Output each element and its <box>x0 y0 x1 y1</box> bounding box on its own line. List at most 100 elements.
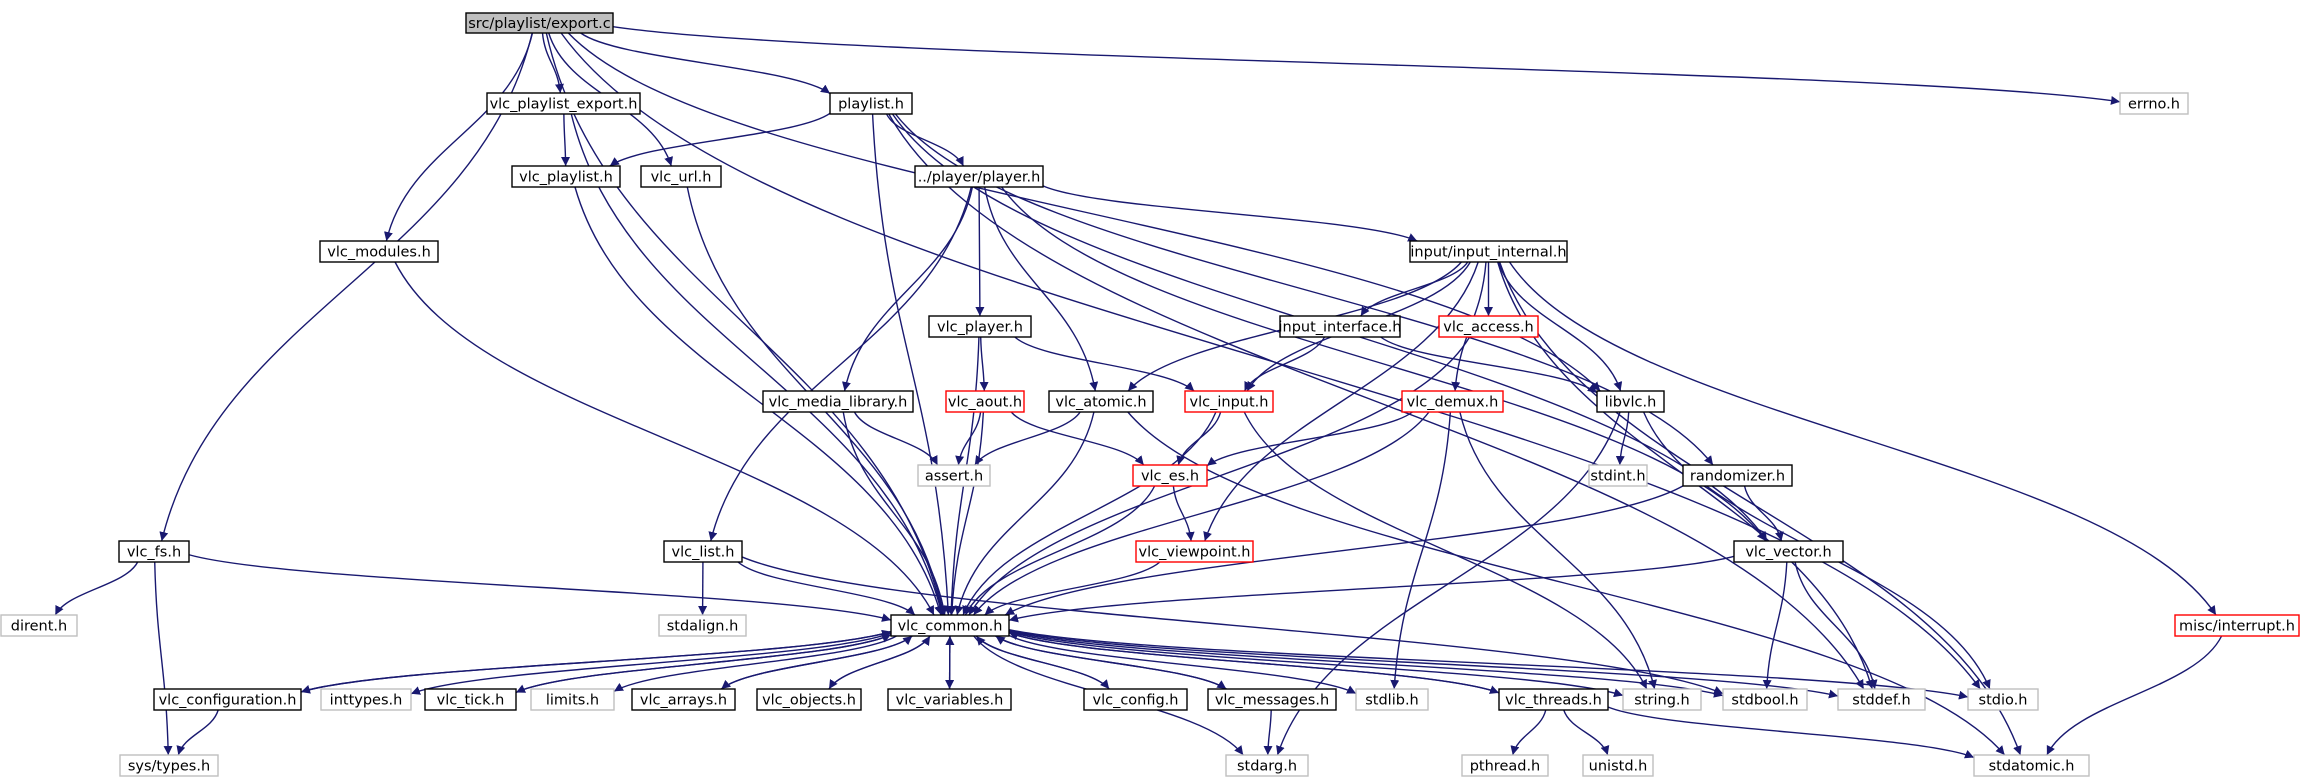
node-vlc-media-library[interactable]: vlc_media_library.h <box>762 390 914 413</box>
node-box <box>2174 614 2300 637</box>
edge-vlc_messages-to-vlc_common <box>995 635 1227 690</box>
edge-vlc_input-to-vlc_common <box>962 411 1217 616</box>
node-stdarg: stdarg.h <box>1225 754 1309 777</box>
node-box <box>928 315 1032 338</box>
edge-vlc_configuration-to-vlc_common <box>300 629 892 693</box>
node-vlc-input[interactable]: vlc_input.h <box>1184 390 1274 413</box>
node-label: vlc_vector.h <box>1745 545 1831 561</box>
node-vlc-access[interactable]: vlc_access.h <box>1438 315 1539 338</box>
node-box <box>1401 390 1504 413</box>
edge-input_internal-to-input_interface <box>1360 261 1469 317</box>
node-vlc-common[interactable]: vlc_common.h <box>890 614 1010 637</box>
node-label: vlc_access.h <box>1443 320 1534 336</box>
node-vlc-viewpoint[interactable]: vlc_viewpoint.h <box>1135 540 1254 563</box>
node-playlist[interactable]: playlist.h <box>829 92 913 115</box>
node-box <box>1967 688 2039 711</box>
node-input-internal[interactable]: input/input_internal.h <box>1409 240 1568 263</box>
edge-vlc_common-to-stdbool <box>1008 630 1724 698</box>
node-player[interactable]: ../player/player.h <box>914 165 1044 188</box>
node-vlc-tick[interactable]: vlc_tick.h <box>424 688 517 711</box>
node-unistd: unistd.h <box>1582 754 1654 777</box>
node-label: randomizer.h <box>1690 469 1785 485</box>
node-vlc-es[interactable]: vlc_es.h <box>1132 464 1208 487</box>
edge-vlc_aout-to-assert <box>955 411 982 466</box>
node-box <box>1048 390 1154 413</box>
edge-vlc_atomic-to-vlc_common <box>954 411 1095 616</box>
node-box <box>914 165 1044 188</box>
node-box <box>530 688 615 711</box>
edge-vlc_demux-to-string <box>1459 411 1657 690</box>
edge-root-to-playlist <box>580 32 831 95</box>
node-input-interface[interactable]: input_interface.h <box>1278 315 1402 338</box>
edge-vlc_threads-to-pthread <box>1510 709 1547 756</box>
edge-vlc_configuration-to-sys_types <box>176 709 219 756</box>
edge-vlc_playlist-to-vlc_common <box>574 186 943 616</box>
node-vlc-variables[interactable]: vlc_variables.h <box>887 688 1012 711</box>
node-root[interactable]: src/playlist/export.c <box>465 12 614 34</box>
node-box <box>631 688 736 711</box>
node-label: vlc_threads.h <box>1505 693 1602 709</box>
node-label: vlc_variables.h <box>896 693 1004 709</box>
node-box <box>890 614 1010 637</box>
node-label: limits.h <box>546 693 599 709</box>
node-box <box>1207 688 1337 711</box>
node-label: vlc_es.h <box>1141 469 1199 485</box>
node-vlc-fs[interactable]: vlc_fs.h <box>118 540 190 563</box>
node-vlc-url[interactable]: vlc_url.h <box>640 165 722 188</box>
edge-vlc_aout-to-vlc_es <box>1010 411 1145 466</box>
node-label: stdalign.h <box>667 619 739 635</box>
node-label: stdarg.h <box>1237 759 1297 775</box>
edge-vlc_modules-to-vlc_common <box>394 261 935 616</box>
node-vlc-modules[interactable]: vlc_modules.h <box>319 240 439 263</box>
edge-vlc_threads-to-stdatomic <box>1607 706 1975 759</box>
node-vlc-vector[interactable]: vlc_vector.h <box>1733 540 1844 563</box>
node-vlc-threads[interactable]: vlc_threads.h <box>1498 688 1609 711</box>
node-box <box>0 614 78 637</box>
edge-vlc_vector-to-stdbool <box>1762 561 1788 690</box>
node-label: vlc_playlist_export.h <box>490 97 638 113</box>
node-label: errno.h <box>2128 97 2180 113</box>
node-libvlc[interactable]: libvlc.h <box>1596 390 1665 413</box>
node-vlc-messages[interactable]: vlc_messages.h <box>1207 688 1337 711</box>
edge-root-to-vlc_playlist_export <box>541 32 564 94</box>
node-label: misc/interrupt.h <box>2179 619 2295 635</box>
node-box <box>887 688 1012 711</box>
edge-vlc_demux-to-stdlib <box>1390 411 1452 690</box>
node-randomizer[interactable]: randomizer.h <box>1682 464 1793 487</box>
edge-root-to-vlc_modules <box>384 32 534 242</box>
node-label: stdint.h <box>1590 469 1645 485</box>
node-vlc-playlist[interactable]: vlc_playlist.h <box>511 165 621 188</box>
node-vlc-aout[interactable]: vlc_aout.h <box>945 390 1025 413</box>
edge-playlist-to-player <box>885 113 965 167</box>
node-vlc-list[interactable]: vlc_list.h <box>663 540 743 563</box>
node-box <box>1461 754 1549 777</box>
node-misc-interrupt[interactable]: misc/interrupt.h <box>2174 614 2300 637</box>
node-vlc-atomic[interactable]: vlc_atomic.h <box>1048 390 1154 413</box>
node-label: vlc_url.h <box>651 170 712 186</box>
node-stddef: stddef.h <box>1837 688 1926 711</box>
node-box <box>465 12 614 34</box>
node-stdbool: stdbool.h <box>1722 688 1808 711</box>
node-vlc-arrays[interactable]: vlc_arrays.h <box>631 688 736 711</box>
node-label: src/playlist/export.c <box>468 16 611 32</box>
node-box <box>663 540 743 563</box>
node-stdlib: stdlib.h <box>1355 688 1429 711</box>
node-vlc-playlist-export[interactable]: vlc_playlist_export.h <box>486 92 641 115</box>
node-vlc-objects[interactable]: vlc_objects.h <box>756 688 862 711</box>
node-box <box>1837 688 1926 711</box>
node-label: pthread.h <box>1470 759 1541 775</box>
edge-input_interface-to-libvlc <box>1380 336 1598 394</box>
node-vlc-demux[interactable]: vlc_demux.h <box>1401 390 1504 413</box>
edge-vlc_threads-to-vlc_common <box>1008 631 1500 694</box>
node-label: unistd.h <box>1589 759 1648 775</box>
node-box <box>640 165 722 188</box>
edge-randomizer-to-vlc_vector <box>1743 485 1784 542</box>
node-box <box>1132 464 1208 487</box>
node-vlc-player[interactable]: vlc_player.h <box>928 315 1032 338</box>
node-vlc-configuration[interactable]: vlc_configuration.h <box>153 688 302 711</box>
node-box <box>1582 754 1654 777</box>
node-label: vlc_viewpoint.h <box>1139 545 1251 561</box>
node-vlc-config[interactable]: vlc_config.h <box>1083 688 1188 711</box>
edge-misc_interrupt-to-stdatomic <box>2046 635 2223 756</box>
